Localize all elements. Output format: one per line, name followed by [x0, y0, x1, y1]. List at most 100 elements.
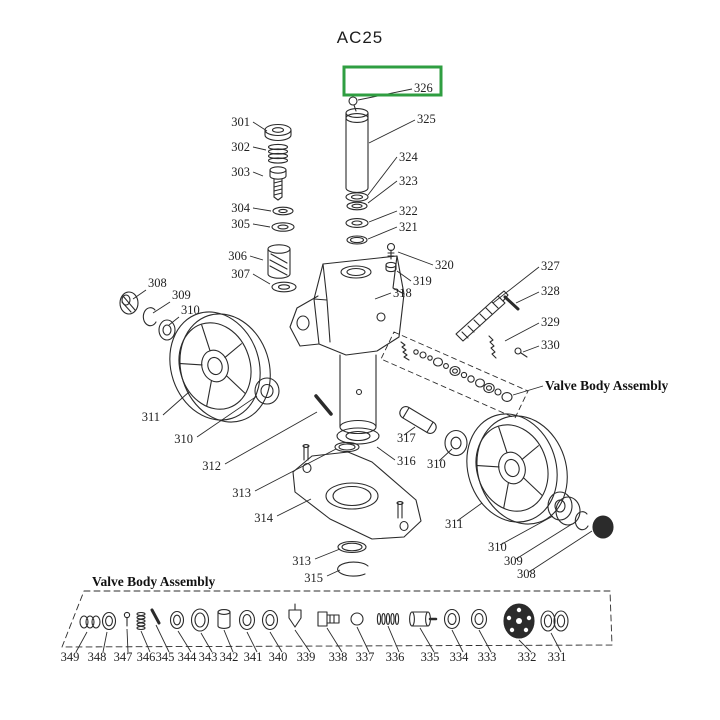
part-cap-308a: [119, 291, 139, 315]
part-bearing-310b: [254, 377, 280, 405]
part-cap-308b: [592, 515, 614, 539]
part-label-314: 314: [254, 511, 274, 525]
part-poppet-339: [288, 603, 302, 628]
leader-line: [269, 631, 283, 653]
leader-line: [374, 292, 392, 300]
leader-line: [168, 316, 180, 326]
part-label-304: 304: [231, 201, 251, 215]
leader-line: [200, 632, 213, 653]
part-label-303: 303: [231, 165, 250, 179]
part-label-325: 325: [417, 112, 436, 126]
part-pin-328: [503, 295, 520, 311]
part-label-320: 320: [435, 258, 454, 272]
part-label-301: 301: [231, 115, 250, 129]
leader-line: [246, 631, 258, 653]
leader-line: [252, 171, 264, 177]
part-label-306: 306: [228, 249, 247, 263]
part-label-309: 309: [504, 554, 523, 568]
leader-line: [367, 180, 398, 204]
part-label-348: 348: [88, 650, 107, 664]
part-snap-ring-309b: [574, 511, 589, 531]
part-label-327: 327: [541, 259, 560, 273]
part-label-345: 345: [156, 650, 175, 664]
part-bolt-303: [269, 166, 287, 201]
part-pump-body-318: [289, 255, 405, 356]
part-label-331: 331: [548, 650, 567, 664]
part-label-310: 310: [181, 303, 200, 317]
leader-line: [396, 270, 412, 282]
part-label-307: 307: [231, 267, 250, 281]
part-label-339: 339: [297, 650, 316, 664]
part-valve-body-332: [503, 603, 535, 639]
part-spring-329: [488, 335, 497, 359]
part-lever-327: [455, 290, 509, 342]
page-title: AC25: [336, 28, 384, 47]
part-pin-347: [123, 611, 131, 627]
part-screw-326: [348, 96, 358, 112]
part-oring-334: [443, 608, 461, 630]
part-cap-301: [264, 123, 292, 142]
leader-line: [504, 322, 540, 342]
leader-line: [252, 223, 271, 228]
part-label-308: 308: [517, 567, 536, 581]
part-valve-chain: [400, 341, 513, 402]
leader-line: [196, 395, 258, 438]
leader-line: [438, 448, 453, 462]
part-nut-319: [385, 261, 397, 273]
part-label-324: 324: [399, 150, 419, 164]
part-pin-345: [150, 608, 161, 625]
valve-body-box: [61, 590, 613, 648]
part-oring-313a: [334, 441, 360, 453]
part-label-346: 346: [137, 650, 156, 664]
leader-lines: [75, 88, 593, 653]
leader-line: [162, 391, 190, 416]
leader-line: [367, 156, 398, 196]
part-label-333: 333: [478, 650, 497, 664]
leader-line: [550, 632, 562, 653]
leader-line: [140, 630, 151, 653]
part-label-323: 323: [399, 174, 418, 188]
part-label-318: 318: [393, 286, 412, 300]
part-roller-310d: [547, 491, 581, 526]
part-label-329: 329: [541, 315, 560, 329]
part-label-343: 343: [199, 650, 218, 664]
part-washer-304: [272, 206, 294, 216]
part-label-313: 313: [292, 554, 311, 568]
part-rings-349: [79, 615, 101, 629]
part-oring-340: [261, 609, 279, 631]
highlight-overlay: [342, 65, 443, 97]
part-label-338: 338: [329, 650, 348, 664]
part-bearing-310c: [444, 429, 468, 457]
part-label-311: 311: [445, 517, 463, 531]
leader-line: [499, 515, 554, 546]
part-label-347: 347: [114, 650, 133, 664]
part-sleeve-306: [267, 244, 291, 279]
part-label-312: 312: [202, 459, 221, 473]
leader-line: [314, 548, 341, 560]
leader-line: [367, 226, 398, 240]
valve-chain-outline: [380, 331, 529, 419]
part-ring-324: [345, 192, 369, 202]
part-label-336: 336: [386, 650, 405, 664]
leader-line: [152, 301, 171, 314]
part-label-311: 311: [142, 410, 160, 424]
part-label-326: 326: [414, 81, 433, 95]
leader-line: [512, 385, 544, 396]
part-oring-313b: [337, 540, 367, 554]
leader-line: [419, 627, 435, 653]
part-label-337: 337: [356, 650, 375, 664]
part-snap-ring-315: [337, 561, 369, 577]
part-label-328: 328: [541, 284, 560, 298]
part-label-344: 344: [178, 650, 198, 664]
part-snap-ring-309a: [142, 307, 157, 327]
part-pin-312: [314, 394, 333, 416]
part-base-bracket-314: [292, 444, 422, 540]
leader-line: [75, 631, 88, 653]
leader-line: [132, 289, 147, 300]
part-oring-321: [346, 235, 368, 245]
part-piston-rod-325: [345, 108, 369, 193]
part-oring-348: [101, 611, 117, 631]
leader-line: [492, 266, 540, 304]
part-label-334: 334: [450, 650, 470, 664]
